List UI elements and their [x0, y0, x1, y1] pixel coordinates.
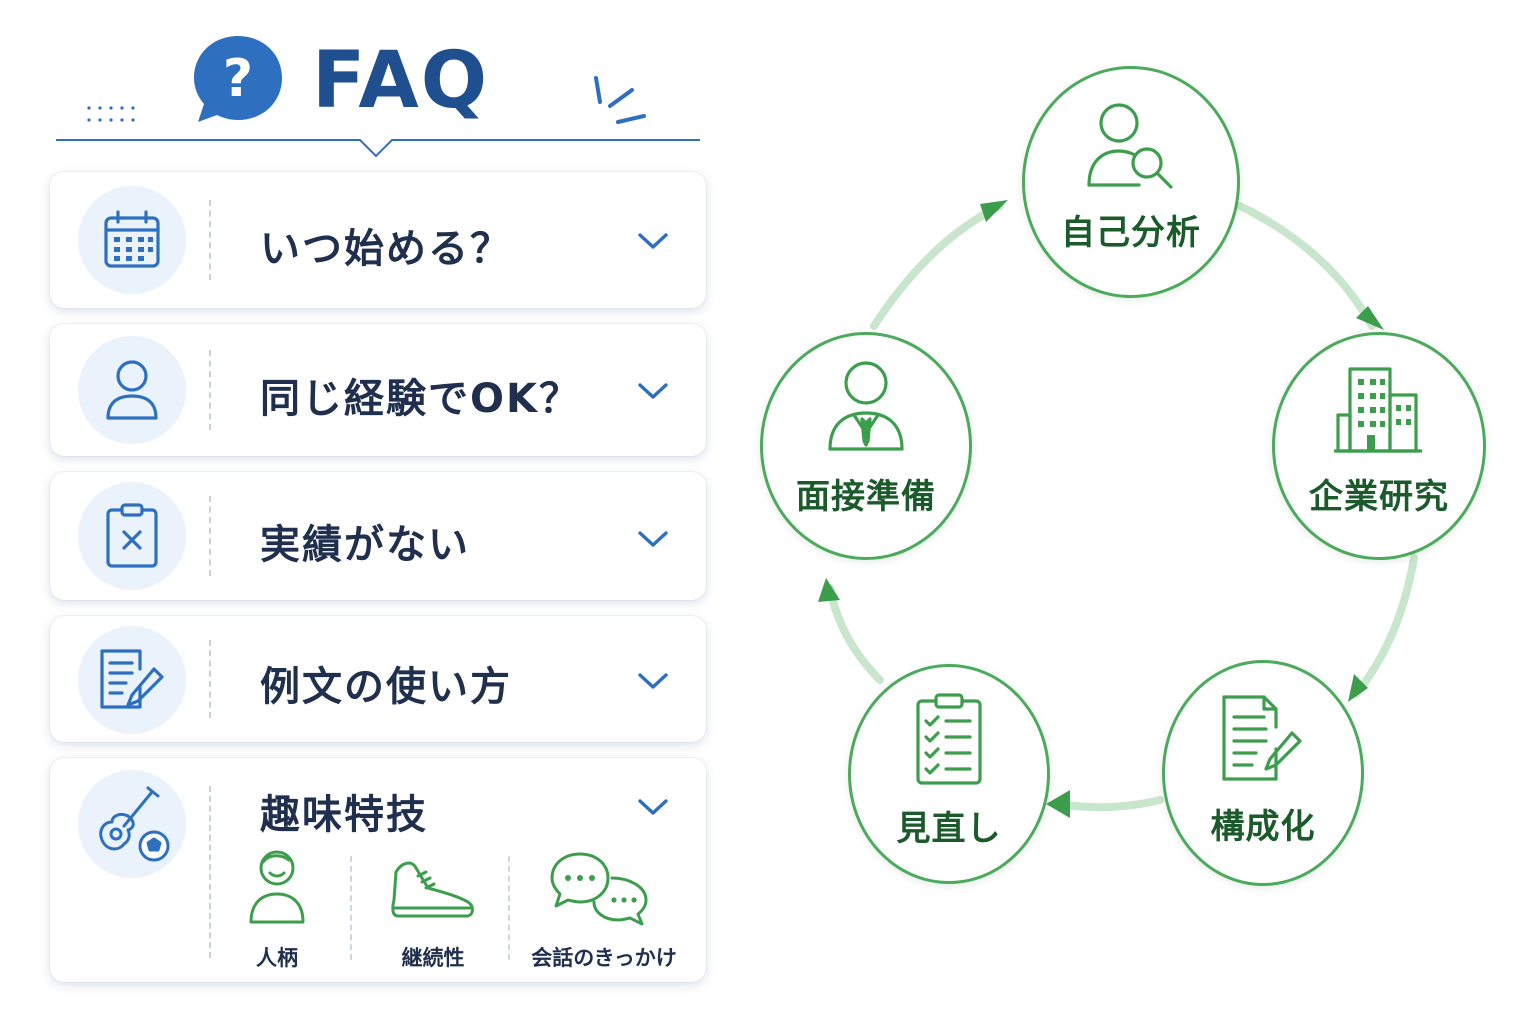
sub-item-persistence: 継続性 [368, 846, 498, 976]
chat-bubbles-icon [550, 852, 648, 926]
cycle-node-structuring: 構成化 [1162, 660, 1364, 886]
chevron-up-icon[interactable] [636, 796, 670, 818]
person-search-icon [1087, 103, 1173, 189]
building-icon [1334, 367, 1422, 453]
faq-question: 例文の使い方 [260, 664, 512, 710]
icon-circle [78, 482, 186, 590]
icon-circle [78, 770, 186, 878]
faq-item-no-achievements[interactable]: 実績がない [50, 472, 706, 600]
faq-question: 実績がない [260, 522, 470, 568]
faq-item-same-experience[interactable]: 同じ経験でOK？ [50, 324, 706, 456]
cycle-node-label: 見直し [896, 809, 1002, 849]
cycle-node-label: 構成化 [1210, 807, 1316, 847]
item-divider [209, 496, 211, 576]
icon-circle [78, 336, 186, 444]
chevron-down-icon[interactable] [636, 528, 670, 550]
sub-item-personality: 人柄 [212, 846, 342, 976]
sub-divider [350, 856, 352, 960]
document-edit-icon [1222, 695, 1302, 781]
person-icon [106, 360, 158, 420]
sub-label: 会話のきっかけ [531, 946, 677, 970]
icon-circle [78, 186, 186, 294]
faq-question: 同じ経験でOK？ [260, 376, 581, 422]
guitar-soccer-icon [99, 786, 170, 862]
arrow-interview-to-self [870, 202, 1004, 330]
cycle-node-label: 面接準備 [796, 477, 936, 517]
item-divider [209, 350, 211, 430]
dots-decoration [87, 106, 135, 122]
item-divider [209, 640, 211, 718]
icon-circle [78, 626, 186, 734]
sub-divider [508, 856, 510, 960]
arrow-review-to-interview [826, 584, 884, 684]
sneaker-icon [391, 861, 474, 918]
sub-label: 継続性 [401, 946, 465, 970]
smiling-person-icon [249, 850, 305, 924]
cycle-node-review: 見直し [848, 664, 1050, 884]
faq-item-hobbies[interactable]: 趣味特技 人柄 [50, 758, 706, 982]
sub-label: 人柄 [256, 946, 298, 970]
cycle-node-company-research: 企業研究 [1272, 332, 1486, 560]
faq-item-examples[interactable]: 例文の使い方 [50, 616, 706, 742]
cycle-node-label: 企業研究 [1309, 477, 1449, 517]
checklist-icon [916, 693, 982, 785]
chevron-down-icon[interactable] [636, 670, 670, 692]
arrow-structure-to-review [1056, 796, 1164, 812]
cycle-ring [818, 200, 1418, 818]
businessman-icon [828, 361, 904, 451]
chevron-down-icon[interactable] [636, 380, 670, 402]
cycle-node-label: 自己分析 [1061, 213, 1201, 253]
question-bubble-icon: ? [194, 36, 282, 122]
bubble-glyph: ? [223, 49, 253, 109]
faq-header: ? FAQ [56, 30, 700, 160]
arrow-self-to-company [1236, 202, 1376, 330]
item-divider [209, 200, 211, 280]
calendar-icon [104, 210, 160, 268]
item-divider [209, 786, 211, 958]
sub-item-conversation: 会話のきっかけ [526, 846, 682, 976]
chevron-down-icon[interactable] [636, 230, 670, 252]
spark-lines-decoration [594, 76, 646, 124]
header-underline [56, 139, 700, 158]
arrow-company-to-structure [1352, 554, 1418, 698]
document-pen-icon [100, 649, 164, 709]
faq-item-start[interactable]: いつ始める？ [50, 172, 706, 308]
cycle-node-interview-prep: 面接準備 [760, 332, 972, 560]
page-title: FAQ [312, 36, 490, 126]
arrow-heads [818, 200, 1384, 818]
faq-question: 趣味特技 [260, 792, 428, 838]
cycle-node-self-analysis: 自己分析 [1022, 66, 1240, 298]
clipboard-x-icon [106, 503, 158, 568]
faq-question: いつ始める？ [260, 226, 512, 272]
